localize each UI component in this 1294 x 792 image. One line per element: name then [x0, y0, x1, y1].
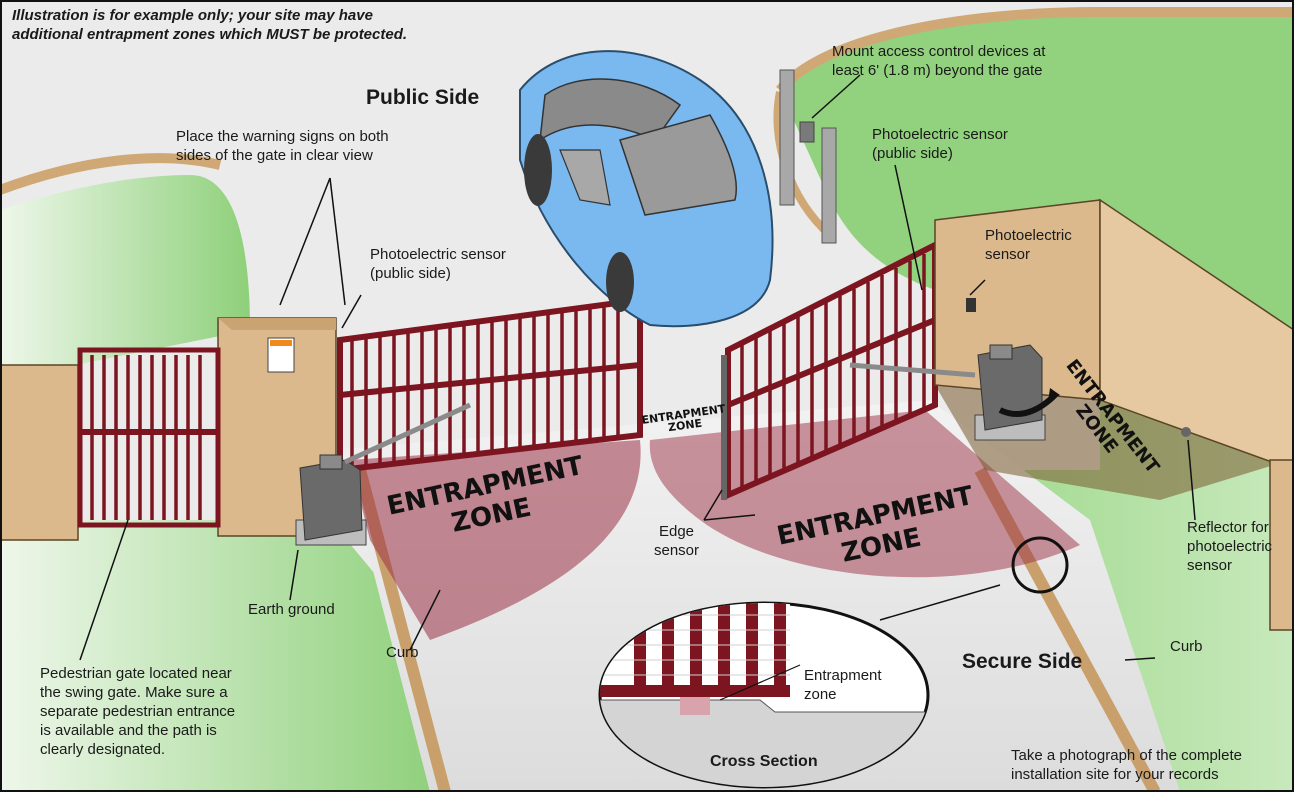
photo-sensor-left-label: Photoelectric sensor(public side)	[370, 245, 506, 283]
cross-section-title: Cross Section	[710, 752, 818, 771]
access-post-2	[822, 128, 836, 243]
secure-side-label: Secure Side	[962, 650, 1082, 674]
public-side-label: Public Side	[366, 86, 479, 110]
curb-right-label: Curb	[1170, 637, 1203, 656]
photo-sensor-mid-label: Photoelectric sensor(public side)	[872, 125, 1008, 163]
notice-line-1: Illustration is for example only; your s…	[12, 6, 373, 25]
notice-line-2: additional entrapment zones which MUST b…	[12, 25, 407, 44]
curb-left-label: Curb	[386, 643, 419, 662]
access-post-1	[780, 70, 794, 205]
earth-ground-label: Earth ground	[248, 600, 335, 619]
photo-eye-right	[966, 298, 976, 312]
reflector	[1181, 427, 1191, 437]
